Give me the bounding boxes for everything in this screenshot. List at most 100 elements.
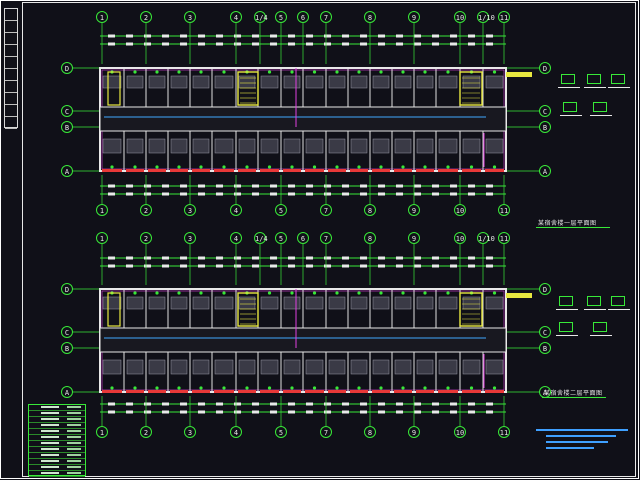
dimension-text <box>432 34 439 38</box>
row-bubble-right: B <box>539 121 551 133</box>
dimension-text <box>180 264 187 268</box>
dimension-text <box>216 410 223 414</box>
outlet-symbol <box>469 165 474 169</box>
window-sill <box>394 390 412 393</box>
dimension-text <box>414 264 421 268</box>
bed-fixture <box>214 359 234 375</box>
dimension-text <box>162 264 169 268</box>
dimension-text <box>216 256 223 260</box>
outlet-symbol <box>199 70 203 74</box>
dimension-text <box>288 184 295 188</box>
dimension-text <box>486 402 493 406</box>
dimension-text <box>162 192 169 196</box>
dimension-text <box>270 192 277 196</box>
detail-d-2 <box>556 322 578 336</box>
plan-caption-1: 某宿舍楼一层平面图 <box>538 220 597 227</box>
dimension-text <box>180 184 187 188</box>
dimension-text <box>396 264 403 268</box>
dimension-text <box>432 410 439 414</box>
axis-bubble-top: 10 <box>454 11 466 23</box>
dimension-text <box>450 184 457 188</box>
dimension-text <box>126 264 133 268</box>
stair-core <box>237 71 259 106</box>
outlet-symbol <box>245 386 249 390</box>
bed-fixture <box>485 359 504 375</box>
outlet-symbol <box>357 386 361 390</box>
dimension-text <box>198 42 205 46</box>
axis-bubble-top: 8 <box>364 11 376 23</box>
bed-fixture <box>148 359 166 375</box>
dimension-text <box>432 402 439 406</box>
detail-c-1 <box>608 74 630 88</box>
dimension-text <box>162 256 169 260</box>
axis-bubble-bottom: 2 <box>140 426 152 438</box>
dimension-text <box>144 34 151 38</box>
row-bubble-right: C <box>539 326 551 338</box>
outlet-symbol <box>357 70 361 74</box>
dimension-text <box>234 42 241 46</box>
axis-bubble-bottom: 3 <box>184 204 196 216</box>
dimension-text <box>252 42 259 46</box>
dimension-text <box>396 34 403 38</box>
bed-fixture <box>260 75 279 89</box>
dimension-text <box>270 34 277 38</box>
dimension-text <box>288 192 295 196</box>
entry-core <box>107 292 121 327</box>
bed-fixture <box>438 359 458 375</box>
outlet-symbol <box>423 291 427 295</box>
dimension-text <box>270 256 277 260</box>
dimension-text <box>180 410 187 414</box>
bed-fixture <box>214 75 234 89</box>
window-sill <box>214 169 234 172</box>
dimension-text <box>378 42 385 46</box>
dimension-text <box>144 184 151 188</box>
bed-fixture <box>416 75 434 89</box>
dimension-text <box>108 184 115 188</box>
bed-fixture <box>328 296 346 310</box>
outlet-symbol <box>423 386 427 390</box>
dimension-text <box>306 42 313 46</box>
window-sill <box>305 169 324 172</box>
dimension-text <box>468 42 475 46</box>
outlet-symbol <box>379 70 383 74</box>
outlet-symbol <box>267 70 272 74</box>
dimension-text <box>378 402 385 406</box>
window-sill <box>192 390 210 393</box>
dimension-text <box>450 264 457 268</box>
dimension-text <box>432 184 439 188</box>
dimension-text <box>234 410 241 414</box>
bed-fixture <box>214 296 234 310</box>
row-bubble-left: B <box>61 121 73 133</box>
dimension-text <box>342 192 349 196</box>
dimension-text <box>126 192 133 196</box>
dimension-text <box>324 34 331 38</box>
window-sill <box>126 169 144 172</box>
detail-e-1 <box>590 102 612 116</box>
dimension-text <box>324 410 331 414</box>
axis-bubble-top: 1/4 <box>254 232 268 244</box>
bed-fixture <box>148 138 166 154</box>
outlet-symbol <box>222 291 226 295</box>
axis-bubble-top: 6 <box>297 11 309 23</box>
dimension-text <box>450 34 457 38</box>
dimension-text <box>252 184 259 188</box>
dimension-text <box>252 256 259 260</box>
outlet-symbol <box>312 386 317 390</box>
dimension-text <box>414 184 421 188</box>
window-sill <box>238 390 256 393</box>
axis-bubble-top: 4 <box>230 232 242 244</box>
axis-bubble-bottom: 3 <box>184 426 196 438</box>
window-sill <box>260 390 279 393</box>
dimension-text <box>288 402 295 406</box>
axis-bubble-bottom: 1 <box>96 426 108 438</box>
bed-fixture <box>328 138 346 154</box>
outlet-symbol <box>177 291 181 295</box>
outlet-symbol <box>133 291 137 295</box>
outlet-symbol <box>177 165 181 169</box>
dimension-text <box>486 410 493 414</box>
outlet-symbol <box>155 291 159 295</box>
bed-fixture <box>283 138 301 154</box>
window-sill <box>148 390 166 393</box>
dimension-text <box>126 410 133 414</box>
